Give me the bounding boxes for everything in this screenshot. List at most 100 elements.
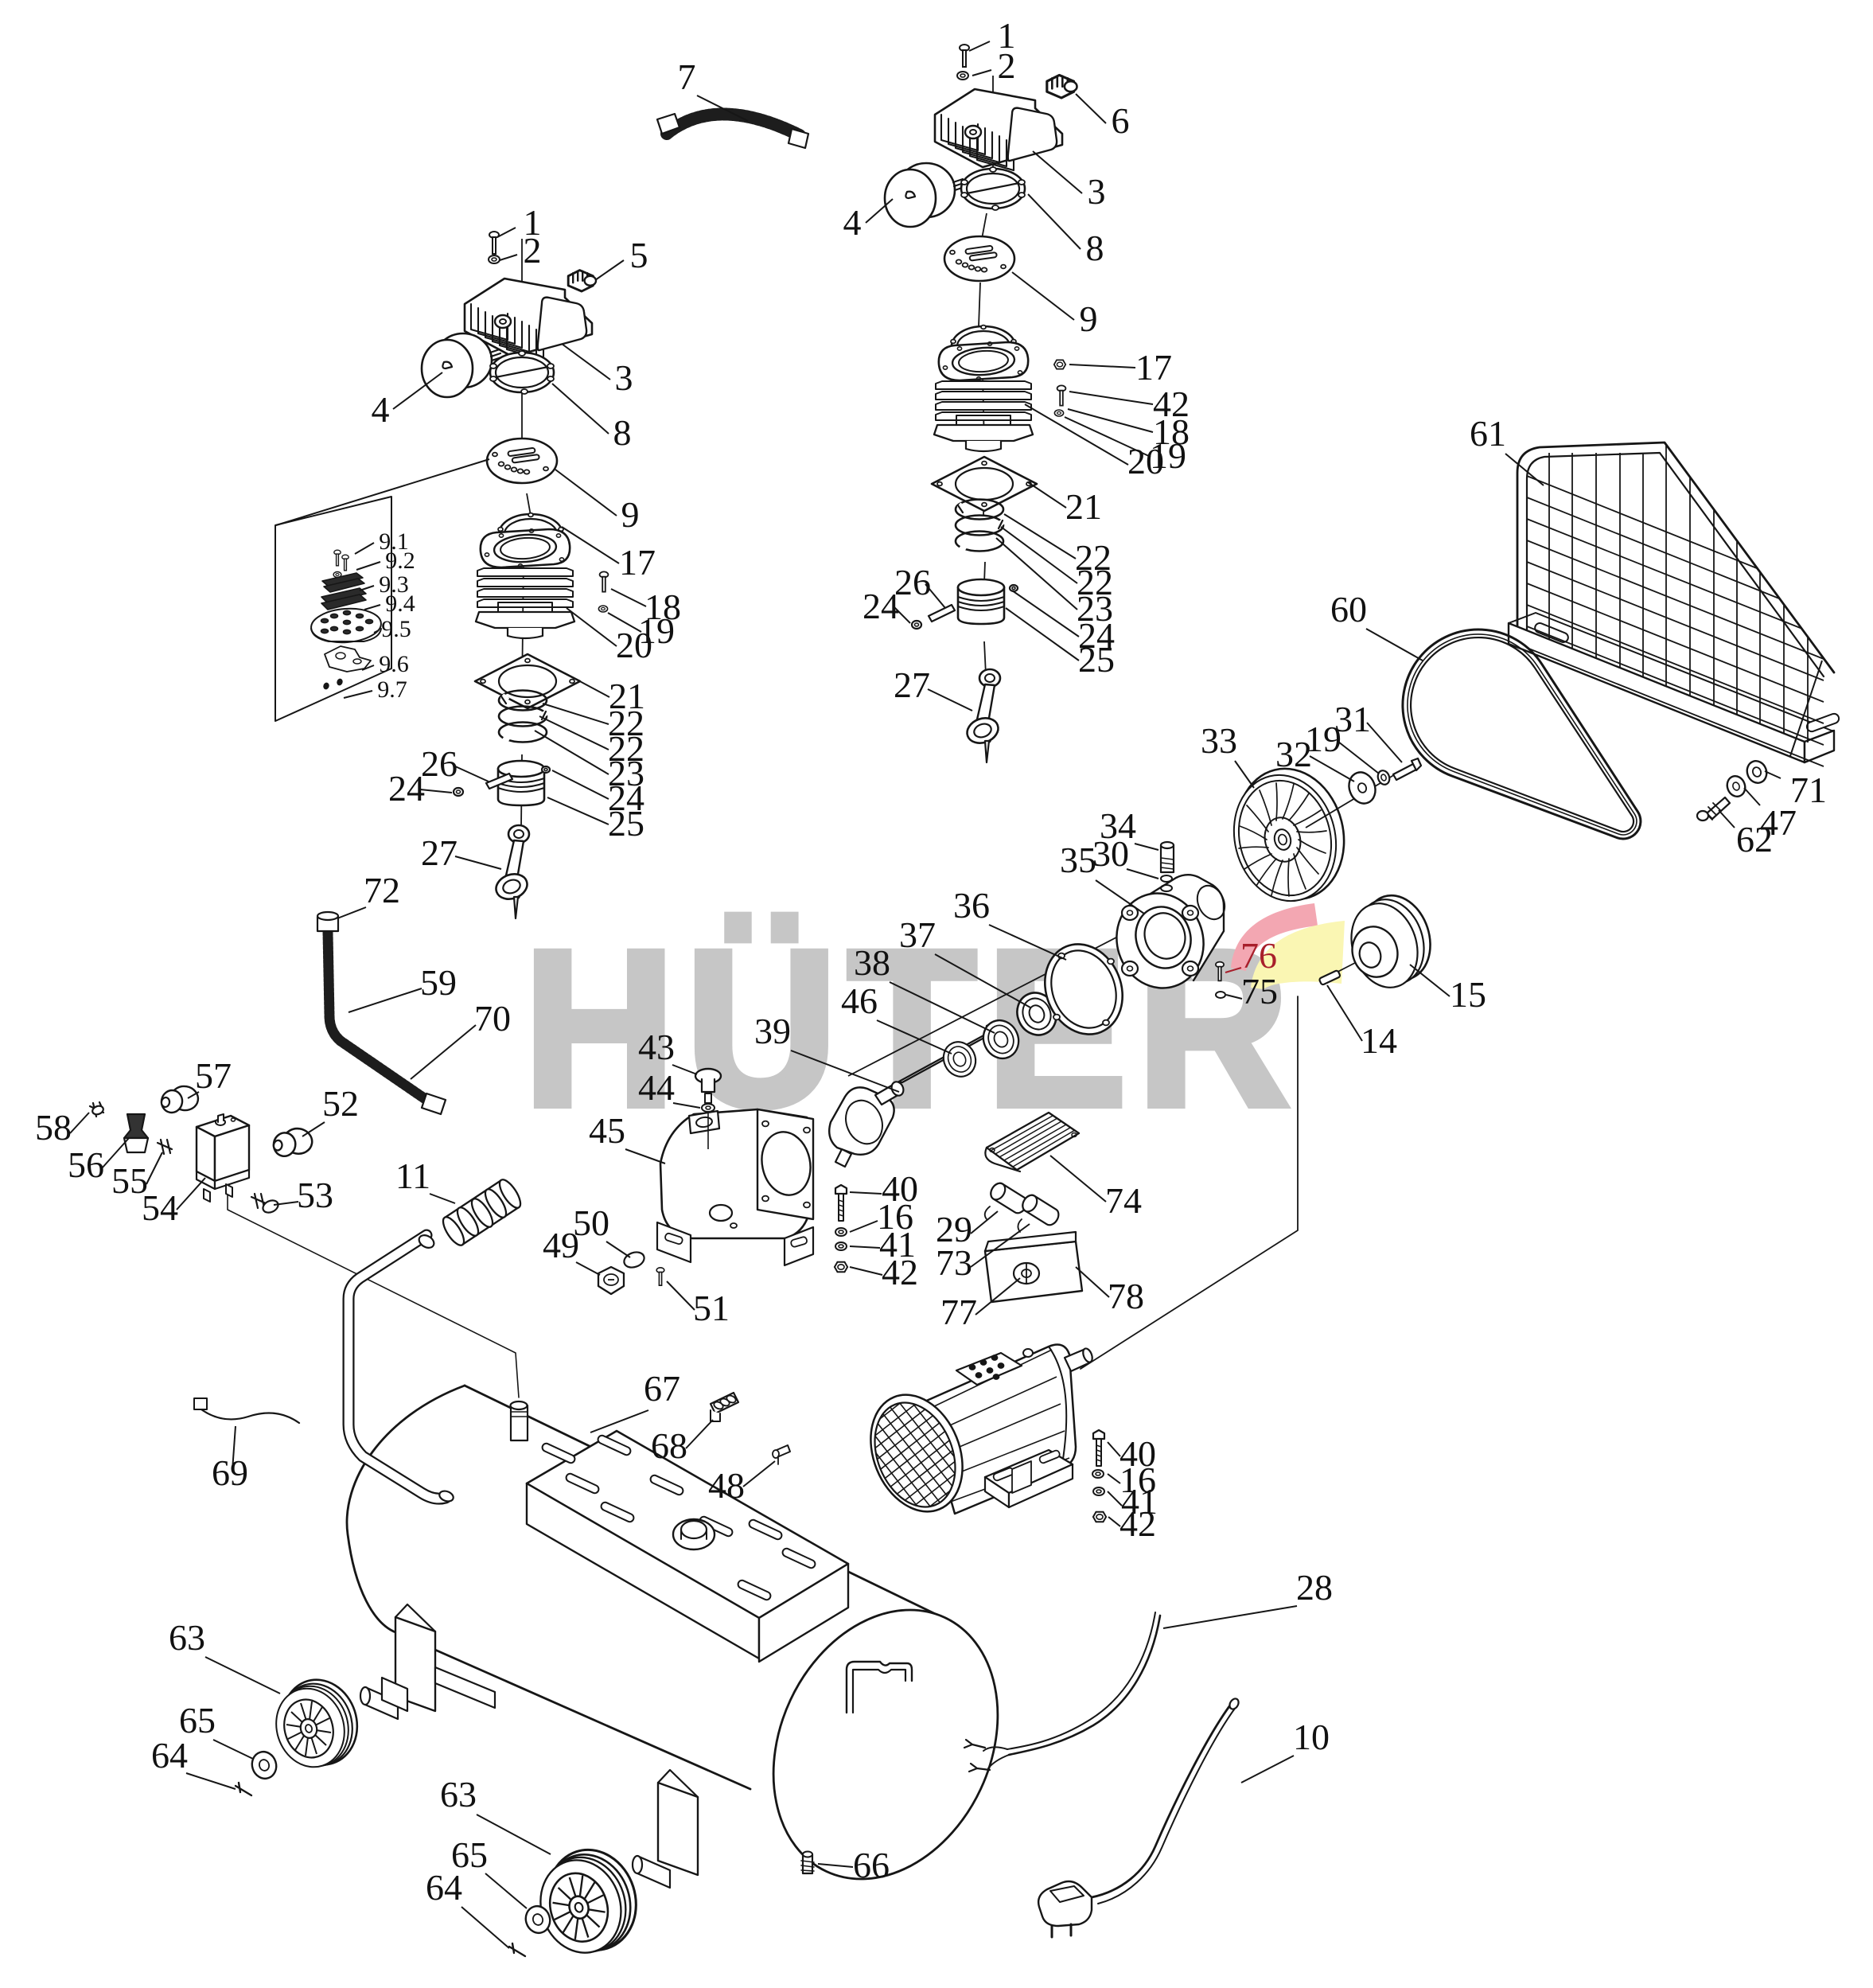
svg-text:78: 78: [1108, 1276, 1144, 1316]
svg-text:48: 48: [708, 1465, 745, 1506]
svg-text:28: 28: [1296, 1567, 1333, 1608]
svg-text:24: 24: [863, 586, 899, 626]
svg-text:17: 17: [619, 542, 656, 583]
svg-text:32: 32: [1275, 734, 1312, 774]
svg-text:77: 77: [940, 1292, 977, 1332]
svg-text:42: 42: [1153, 384, 1190, 424]
svg-text:1: 1: [998, 15, 1016, 56]
svg-text:64: 64: [426, 1867, 462, 1908]
svg-text:25: 25: [1078, 639, 1115, 680]
svg-text:25: 25: [608, 803, 644, 844]
svg-text:31: 31: [1334, 699, 1371, 739]
svg-text:72: 72: [364, 870, 400, 910]
svg-text:19: 19: [1305, 719, 1341, 759]
svg-text:24: 24: [608, 778, 644, 818]
svg-text:9.2: 9.2: [385, 548, 415, 574]
svg-text:9.6: 9.6: [379, 651, 409, 677]
svg-text:53: 53: [297, 1175, 333, 1215]
svg-text:51: 51: [693, 1288, 730, 1328]
svg-text:6: 6: [1112, 100, 1130, 141]
svg-text:2: 2: [524, 230, 542, 271]
svg-text:39: 39: [754, 1011, 791, 1051]
svg-text:70: 70: [474, 998, 511, 1039]
svg-text:18: 18: [1153, 411, 1190, 452]
svg-text:49: 49: [543, 1225, 579, 1265]
svg-text:16: 16: [877, 1196, 913, 1237]
svg-text:9: 9: [621, 494, 640, 535]
svg-text:50: 50: [573, 1203, 609, 1243]
svg-text:74: 74: [1105, 1180, 1142, 1221]
svg-text:55: 55: [111, 1160, 148, 1201]
svg-text:4: 4: [372, 389, 390, 430]
svg-text:21: 21: [1065, 486, 1102, 527]
svg-text:68: 68: [651, 1425, 687, 1466]
svg-text:20: 20: [1127, 441, 1164, 481]
svg-text:17: 17: [1135, 347, 1172, 388]
svg-text:22: 22: [1077, 562, 1113, 602]
svg-text:71: 71: [1790, 770, 1827, 810]
svg-text:9.1: 9.1: [379, 528, 409, 555]
svg-text:54: 54: [142, 1187, 178, 1228]
svg-text:23: 23: [608, 753, 644, 793]
svg-text:23: 23: [1077, 588, 1113, 629]
svg-text:43: 43: [638, 1027, 675, 1067]
svg-text:40: 40: [882, 1168, 918, 1209]
svg-text:41: 41: [1121, 1481, 1158, 1522]
svg-text:45: 45: [589, 1110, 625, 1151]
svg-text:18: 18: [644, 587, 681, 627]
svg-text:8: 8: [613, 412, 632, 453]
svg-text:9.7: 9.7: [377, 676, 407, 703]
svg-text:2: 2: [998, 45, 1016, 86]
svg-text:69: 69: [212, 1452, 248, 1493]
svg-text:29: 29: [936, 1209, 972, 1249]
svg-text:42: 42: [1120, 1503, 1156, 1544]
svg-text:9: 9: [1080, 298, 1098, 339]
svg-text:21: 21: [609, 676, 645, 716]
svg-text:1: 1: [524, 202, 542, 243]
svg-text:11: 11: [395, 1156, 430, 1196]
svg-text:75: 75: [1241, 971, 1278, 1012]
svg-text:41: 41: [879, 1224, 916, 1265]
svg-text:63: 63: [169, 1617, 205, 1658]
svg-text:26: 26: [894, 562, 931, 602]
svg-text:65: 65: [451, 1834, 488, 1875]
svg-text:8: 8: [1086, 228, 1104, 268]
svg-text:7: 7: [678, 57, 696, 97]
svg-text:30: 30: [1092, 833, 1129, 874]
svg-text:27: 27: [421, 832, 458, 873]
svg-text:64: 64: [151, 1735, 188, 1776]
svg-text:20: 20: [616, 625, 652, 665]
svg-text:62: 62: [1736, 819, 1773, 860]
svg-text:26: 26: [421, 743, 458, 784]
svg-text:67: 67: [644, 1368, 680, 1409]
svg-text:60: 60: [1330, 589, 1367, 630]
svg-text:38: 38: [854, 942, 890, 983]
svg-text:46: 46: [841, 980, 878, 1021]
svg-text:56: 56: [68, 1144, 104, 1185]
svg-text:19: 19: [638, 610, 675, 651]
svg-text:24: 24: [1078, 615, 1115, 656]
svg-text:27: 27: [894, 665, 930, 705]
svg-text:66: 66: [853, 1845, 890, 1885]
svg-text:22: 22: [608, 728, 644, 769]
svg-text:57: 57: [195, 1055, 232, 1096]
svg-text:35: 35: [1060, 840, 1096, 880]
svg-text:52: 52: [322, 1083, 359, 1124]
svg-text:73: 73: [936, 1242, 972, 1283]
svg-text:58: 58: [35, 1107, 72, 1148]
svg-text:34: 34: [1100, 805, 1136, 846]
svg-text:36: 36: [953, 885, 990, 926]
svg-text:24: 24: [388, 768, 425, 809]
svg-text:44: 44: [638, 1067, 675, 1108]
svg-text:59: 59: [420, 962, 457, 1003]
svg-text:16: 16: [1120, 1460, 1156, 1500]
svg-text:15: 15: [1450, 974, 1486, 1015]
svg-text:40: 40: [1120, 1433, 1156, 1474]
svg-text:76: 76: [1240, 935, 1277, 976]
svg-text:3: 3: [1088, 171, 1106, 212]
svg-text:33: 33: [1201, 720, 1237, 761]
svg-text:14: 14: [1361, 1020, 1397, 1061]
svg-text:22: 22: [608, 703, 644, 743]
svg-text:63: 63: [440, 1774, 477, 1815]
svg-text:9.4: 9.4: [385, 591, 415, 617]
